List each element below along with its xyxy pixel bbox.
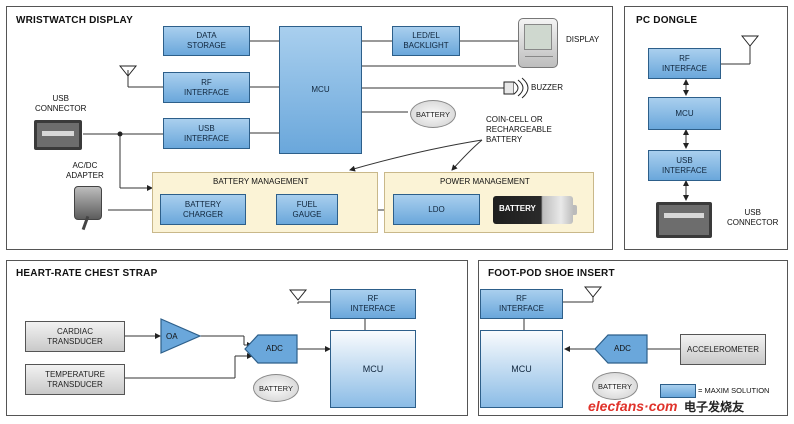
battery-charger-block: BATTERY CHARGER: [160, 194, 246, 225]
mcu-block: MCU: [279, 26, 362, 154]
power-management-title: POWER MANAGEMENT: [440, 177, 530, 186]
dongle-rf-interface-block: RF INTERFACE: [648, 48, 721, 79]
dongle-usb-interface-block: USB INTERFACE: [648, 150, 721, 181]
adc-shape: [244, 334, 298, 364]
battery-pack-icon: BATTERY: [493, 196, 577, 224]
op-amp-label: OA: [166, 332, 178, 341]
dongle-mcu-block: MCU: [648, 97, 721, 130]
buzzer-label: BUZZER: [531, 83, 563, 92]
battery-management-title: BATTERY MANAGEMENT: [213, 177, 309, 186]
foot-adc-shape: [594, 334, 648, 364]
adapter-icon: [70, 186, 106, 231]
pc-dongle-title: PC DONGLE: [636, 15, 698, 26]
adapter-label: AC/DC ADAPTER: [66, 161, 104, 180]
dongle-usb-connector-label: USB CONNECTOR: [727, 208, 779, 227]
rf-interface-block: RF INTERFACE: [163, 72, 250, 103]
fuel-gauge-block: FUEL GAUGE: [276, 194, 338, 225]
legend-label: = MAXIM SOLUTION: [698, 386, 770, 395]
chest-rf-interface-block: RF INTERFACE: [330, 289, 416, 319]
wristwatch-title: WRISTWATCH DISPLAY: [16, 15, 133, 26]
coin-battery: BATTERY: [410, 100, 456, 128]
coin-cell-label: COIN-CELL OR RECHARGEABLE BATTERY: [486, 115, 552, 144]
foot-mcu-block: MCU: [480, 330, 563, 408]
foot-adc-label: ADC: [614, 344, 631, 353]
watermark: elecfans·com 电子发烧友: [588, 398, 744, 416]
foot-rf-interface-block: RF INTERFACE: [480, 289, 563, 319]
led-backlight-block: LED/EL BACKLIGHT: [392, 26, 460, 56]
temperature-transducer-block: TEMPERATURE TRANSDUCER: [25, 364, 125, 395]
chest-mcu-block: MCU: [330, 330, 416, 408]
accelerometer-block: ACCELEROMETER: [680, 334, 766, 365]
foot-pod-title: FOOT-POD SHOE INSERT: [488, 268, 615, 279]
chest-strap-title: HEART-RATE CHEST STRAP: [16, 268, 158, 279]
watermark-chinese: 电子发烧友: [683, 400, 744, 414]
usb-connector-icon: [34, 120, 82, 150]
legend-swatch: [660, 384, 696, 398]
adc-label: ADC: [266, 344, 283, 353]
ldo-block: LDO: [393, 194, 480, 225]
op-amp-icon: [160, 318, 202, 354]
chest-battery: BATTERY: [253, 374, 299, 402]
watermark-site: elecfans·com: [588, 398, 678, 414]
cardiac-transducer-block: CARDIAC TRANSDUCER: [25, 321, 125, 352]
data-storage-block: DATA STORAGE: [163, 26, 250, 56]
display-label: DISPLAY: [566, 35, 600, 44]
dongle-usb-connector-icon: [656, 202, 712, 238]
battery-pack-label: BATTERY: [499, 204, 536, 213]
foot-battery: BATTERY: [592, 372, 638, 400]
display-icon: [518, 18, 558, 68]
usb-connector-label: USB CONNECTOR: [35, 94, 87, 113]
usb-interface-block: USB INTERFACE: [163, 118, 250, 149]
buzzer-icon: [504, 82, 534, 96]
